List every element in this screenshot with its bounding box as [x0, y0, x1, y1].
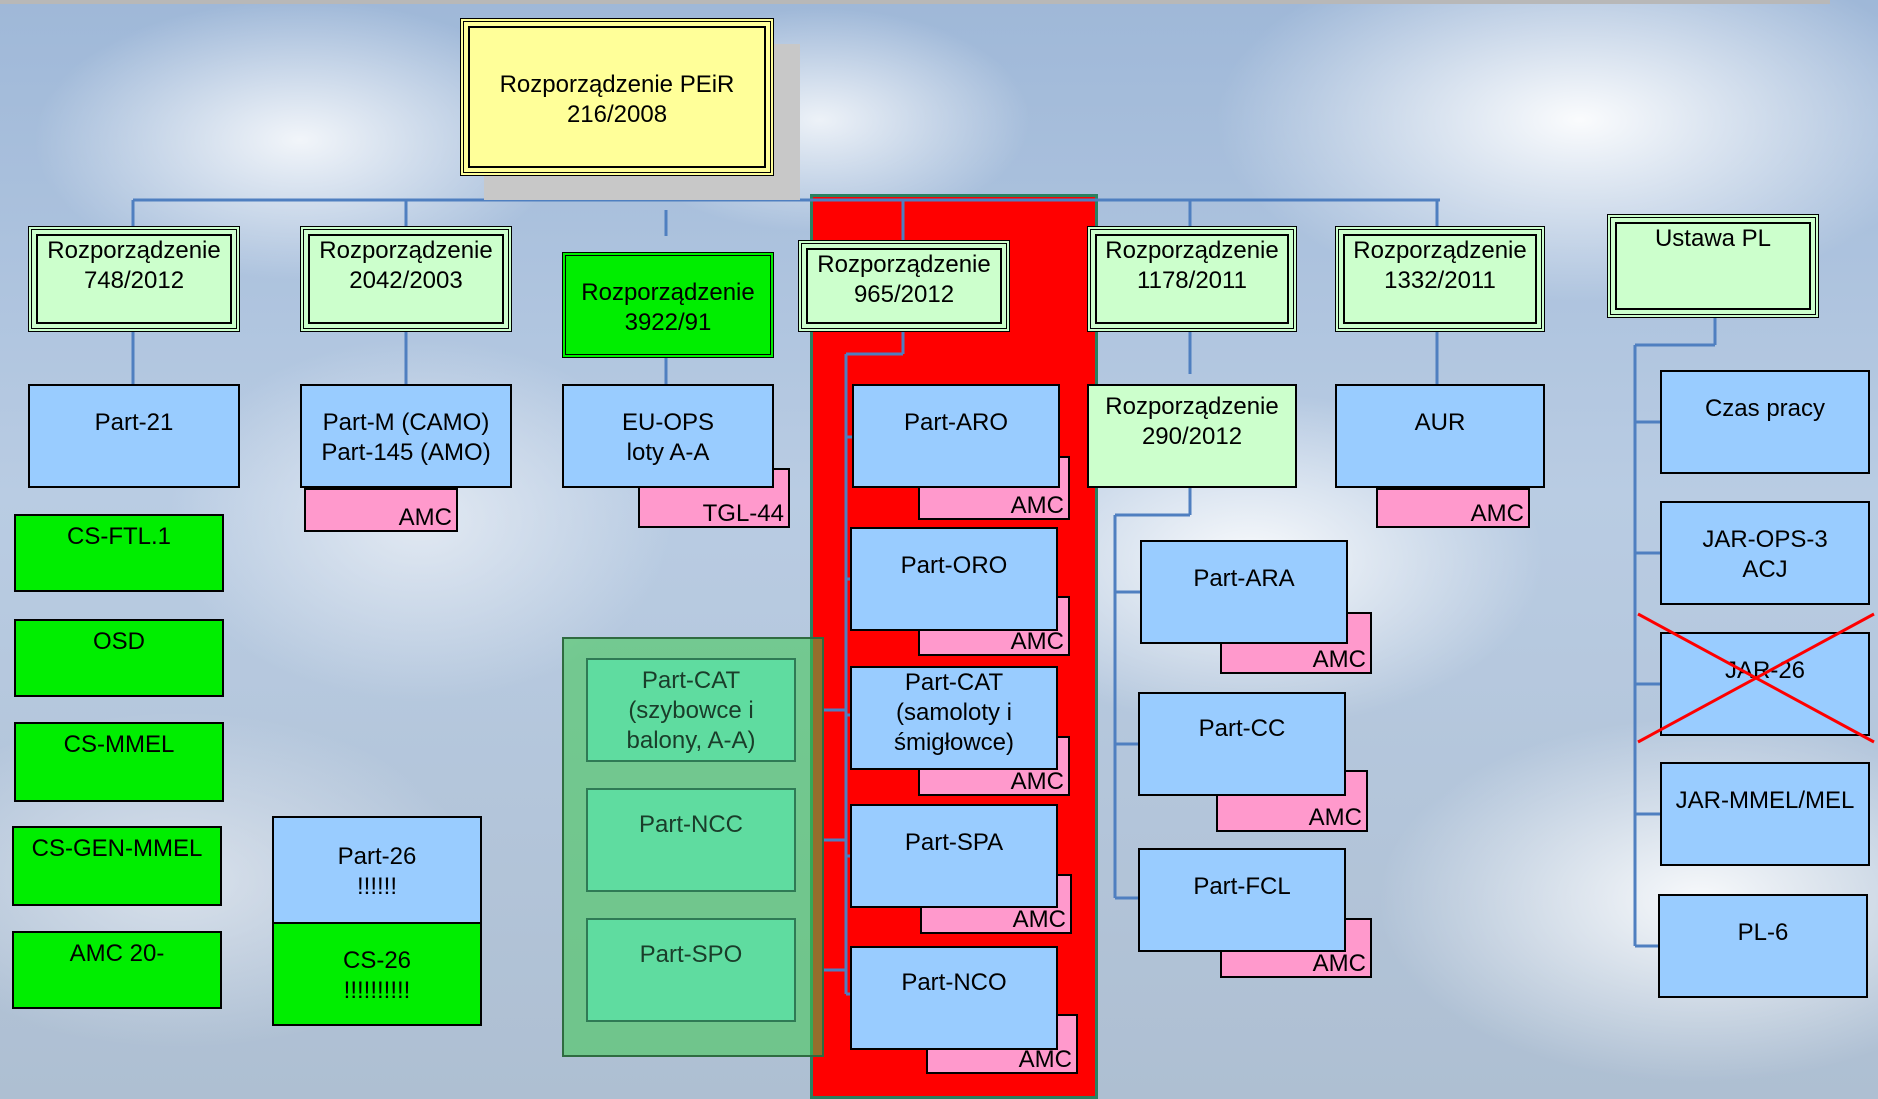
- regulation-290-2012: Rozporządzenie 290/2012: [1087, 384, 1297, 488]
- cs-gen-mmel: CS-GEN-MMEL: [12, 826, 222, 906]
- part-cc: Part-CC: [1138, 692, 1346, 796]
- amc-20: AMC 20-: [12, 931, 222, 1009]
- part-m-part-145: Part-M (CAMO) Part-145 (AMO): [300, 384, 512, 488]
- regulation-2042-2003: Rozporządzenie 2042/2003: [300, 226, 512, 332]
- amc-annex-partm: AMC: [304, 488, 458, 532]
- part-cat-samoloty: Part-CAT (samoloty i śmigłowce): [850, 666, 1058, 770]
- cs-mmel: CS-MMEL: [14, 722, 224, 802]
- aur: AUR: [1335, 384, 1545, 488]
- regulation-1178-2011: Rozporządzenie 1178/2011: [1087, 226, 1297, 332]
- regulation-965-2012: Rozporządzenie 965/2012: [798, 240, 1010, 332]
- top-rule: [0, 0, 1830, 4]
- osd: OSD: [14, 619, 224, 697]
- czas-pracy: Czas pracy: [1660, 370, 1870, 474]
- part-nco: Part-NCO: [850, 946, 1058, 1050]
- eu-ops: EU-OPS loty A-A: [562, 384, 774, 488]
- part-ara: Part-ARA: [1140, 540, 1348, 644]
- regulation-748-2012: Rozporządzenie 748/2012: [28, 226, 240, 332]
- part-fcl: Part-FCL: [1138, 848, 1346, 952]
- part-ncc: Part-NCC: [586, 788, 796, 892]
- part-spa: Part-SPA: [850, 804, 1058, 908]
- regulation-3922-91: Rozporządzenie 3922/91: [562, 252, 774, 358]
- part-21: Part-21: [28, 384, 240, 488]
- strike-cross-icon: [1637, 612, 1875, 744]
- regulation-1332-2011: Rozporządzenie 1332/2011: [1335, 226, 1545, 332]
- amc-annex-aur: AMC: [1376, 488, 1530, 528]
- part-26: Part-26 !!!!!!: [272, 816, 482, 924]
- part-oro: Part-ORO: [850, 527, 1058, 631]
- part-spo: Part-SPO: [586, 918, 796, 1022]
- jar-ops-3-acj: JAR-OPS-3 ACJ: [1660, 501, 1870, 605]
- cs-26: CS-26 !!!!!!!!!!: [272, 922, 482, 1026]
- jar-mmel-mel: JAR-MMEL/MEL: [1660, 762, 1870, 866]
- pl-6: PL-6: [1658, 894, 1868, 998]
- part-cat-szybowce: Part-CAT (szybowce i balony, A-A): [586, 658, 796, 762]
- root-regulation-box: Rozporządzenie PEiR 216/2008: [460, 18, 774, 176]
- cs-ftl-1: CS-FTL.1: [14, 514, 224, 592]
- ustawa-pl: Ustawa PL: [1607, 214, 1819, 318]
- part-aro: Part-ARO: [852, 384, 1060, 488]
